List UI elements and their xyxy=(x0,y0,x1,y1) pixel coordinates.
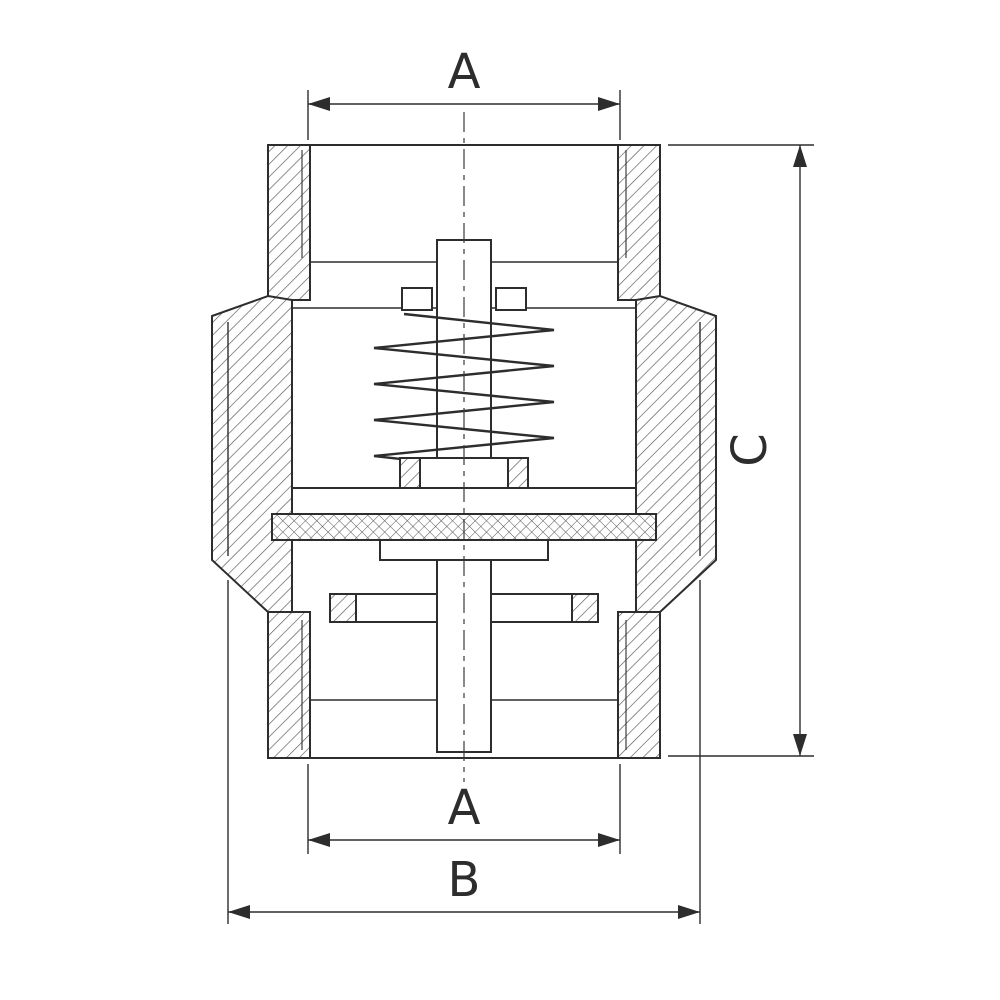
dim-label-b: B xyxy=(448,852,481,908)
arrowhead-right xyxy=(598,833,620,847)
dim-label-a-bottom: A xyxy=(448,780,481,836)
arrowhead-top xyxy=(793,145,807,167)
poppet-cup-flange-left xyxy=(399,457,421,489)
arrowhead-left xyxy=(308,97,330,111)
dim-label-c: C xyxy=(722,433,778,467)
body-right-wall xyxy=(635,294,717,613)
stem-guide-foot-left xyxy=(329,593,357,623)
arrowhead-right xyxy=(598,97,620,111)
spring-retainer-right xyxy=(495,287,527,311)
arrowhead-bottom xyxy=(793,734,807,756)
arrowhead-left xyxy=(308,833,330,847)
dimension-a-bottom: A xyxy=(307,764,621,854)
top-union-left-wall xyxy=(267,144,311,301)
bottom-union-left-wall xyxy=(267,611,311,759)
poppet-cup-flange-right xyxy=(507,457,529,489)
arrowhead-left xyxy=(228,905,250,919)
stem-guide-foot-right xyxy=(571,593,599,623)
bottom-union-right-wall xyxy=(617,611,661,759)
valve-body xyxy=(211,144,717,759)
arrowhead-right xyxy=(678,905,700,919)
dimension-c-height: C xyxy=(668,144,814,757)
top-union-right-wall xyxy=(617,144,661,301)
dimension-b-width: B xyxy=(227,580,701,924)
dim-label-a-top: A xyxy=(448,44,481,100)
spring-retainer-left xyxy=(401,287,433,311)
body-left-wall xyxy=(211,294,293,613)
dimension-a-top: A xyxy=(307,44,621,140)
